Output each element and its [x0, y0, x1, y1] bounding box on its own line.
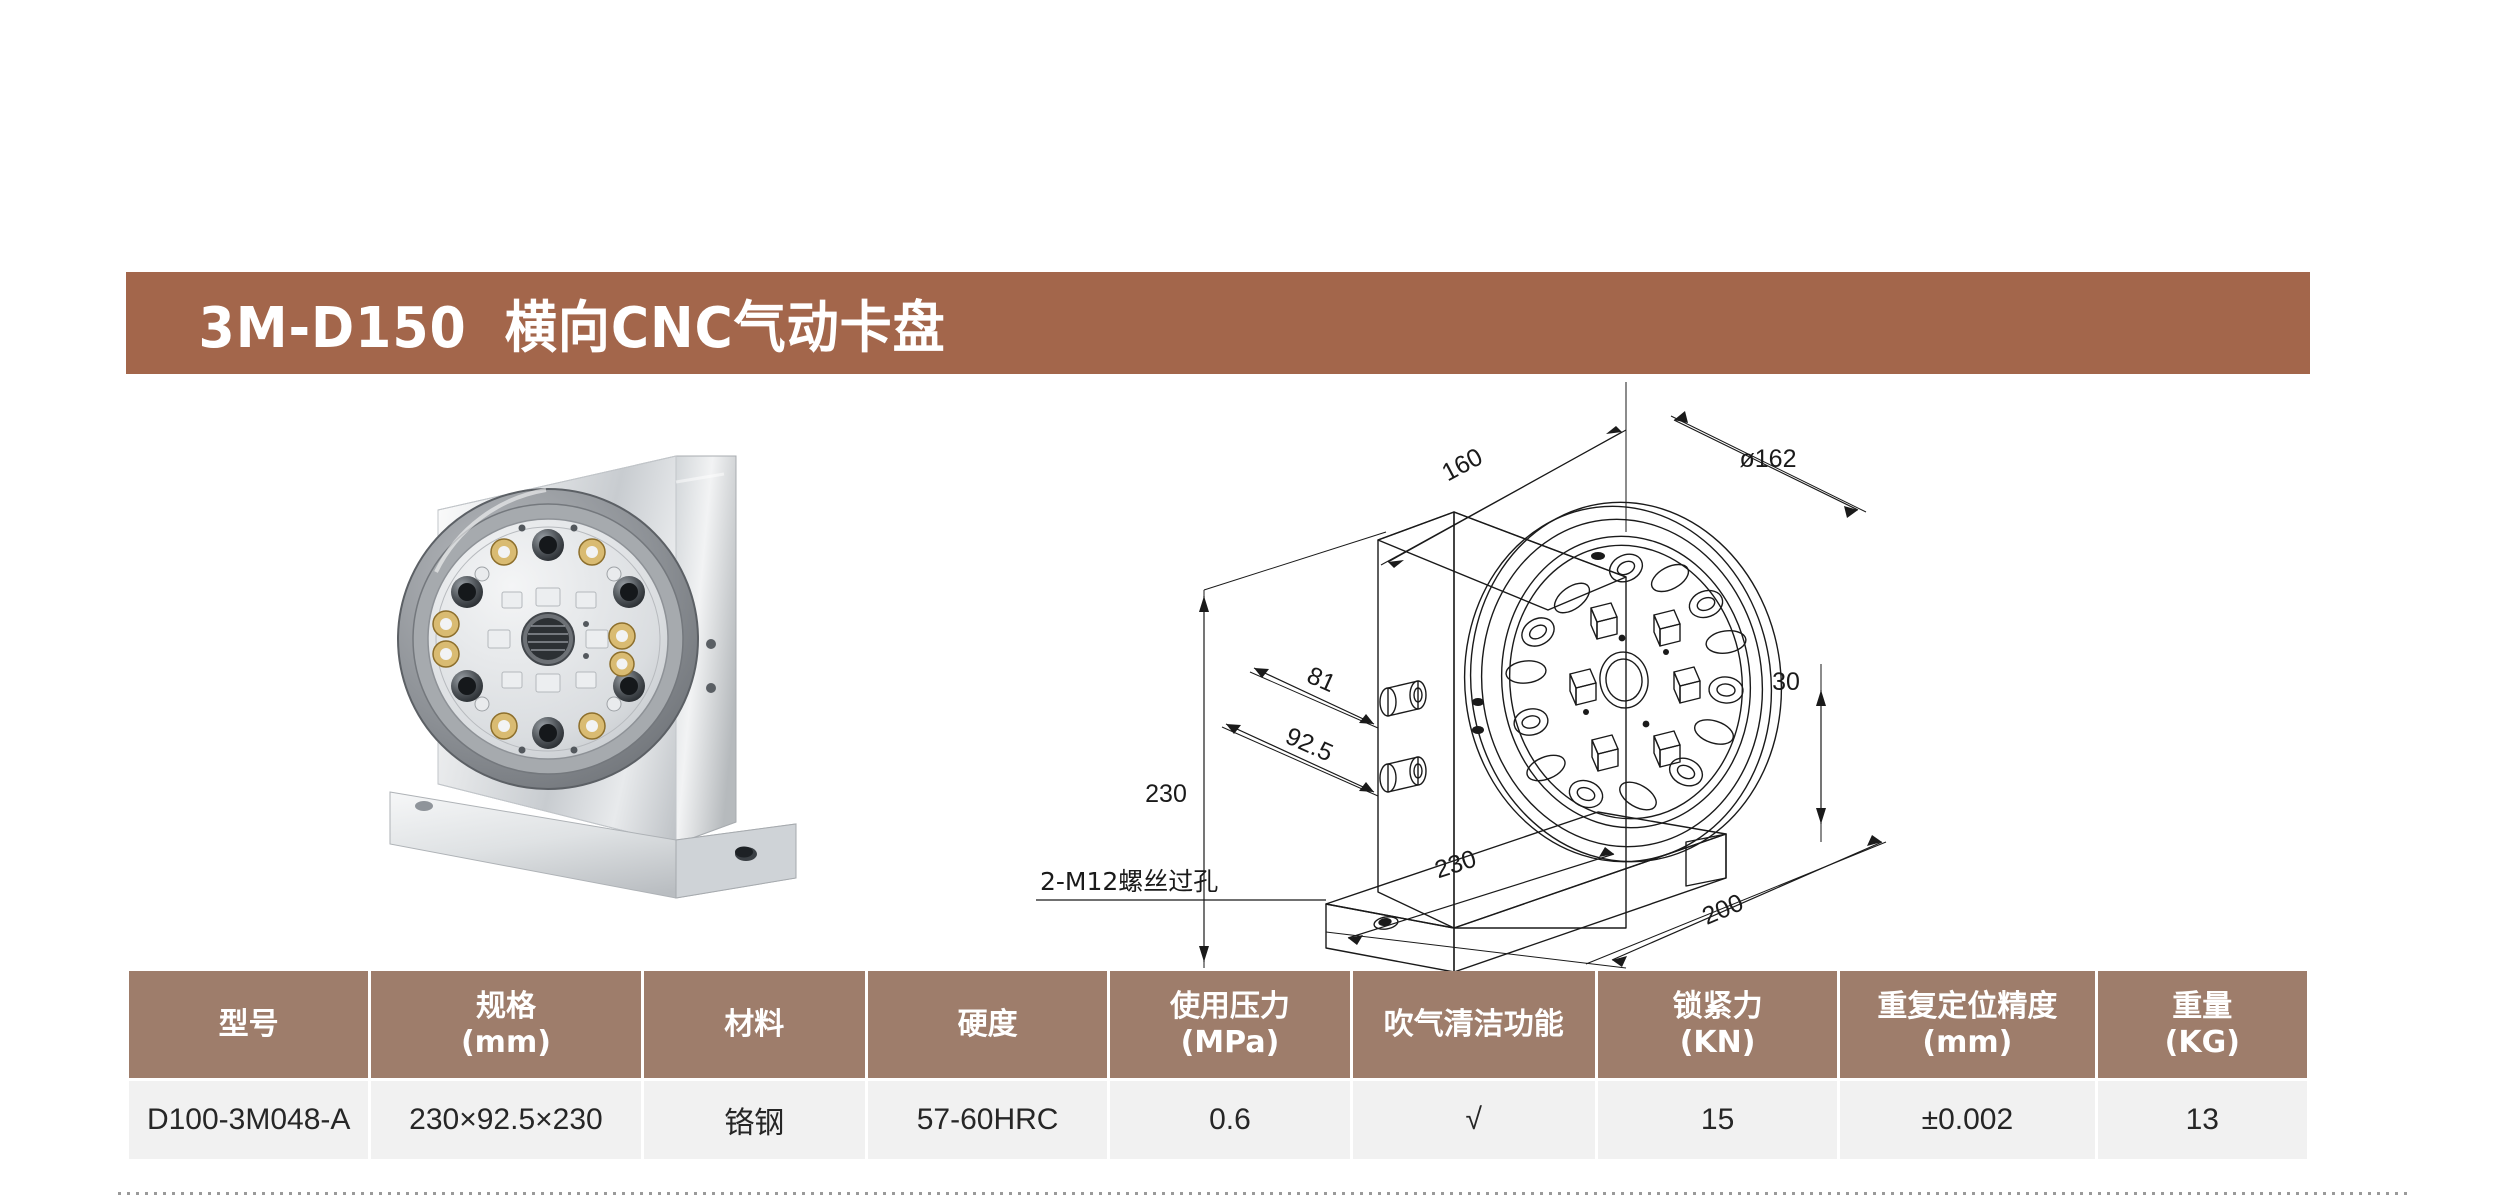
col-header-hardness: 硬度: [867, 971, 1108, 1078]
cell-weight: 13: [2097, 1081, 2307, 1159]
col-header-model: 型号: [129, 971, 369, 1078]
cell-material: 铬钢: [643, 1081, 865, 1159]
page-title: 3M-D150 横向CNC气动卡盘: [198, 295, 946, 361]
dim-label-160: 160: [1437, 443, 1487, 487]
bottom-divider: [118, 1192, 2408, 1195]
product-photo-illustration: [389, 455, 797, 899]
cell-pressure: 0.6: [1110, 1081, 1350, 1159]
col-header-pressure: 使用压力 (MPa): [1110, 971, 1350, 1078]
dim-label-200: 200: [1698, 889, 1747, 931]
col-header-weight: 重量 (KG): [2097, 971, 2307, 1078]
title-banner: 3M-D150 横向CNC气动卡盘: [126, 272, 2310, 374]
col-title: 重量: [2172, 989, 2233, 1025]
table-row: D100-3M048-A 230×92.5×230 铬钢 57-60HRC 0.…: [129, 1081, 2307, 1159]
dim-label-30: 30: [1772, 668, 1800, 696]
dim-label-81: 81: [1303, 661, 1340, 698]
col-title: 型号: [218, 1006, 279, 1042]
col-header-material: 材料: [643, 971, 865, 1078]
col-title: 硬度: [957, 1006, 1018, 1042]
cell-hardness: 57-60HRC: [867, 1081, 1108, 1159]
col-header-lock-force: 锁紧力 (KN): [1597, 971, 1838, 1078]
specification-table: 型号 规格 (mm) 材料 硬度 使用压力 (MPa) 吹气清洁功能: [126, 968, 2310, 1162]
technical-drawing: 160 ø162 81 92.5 30 230 230 200 2-M12螺丝过…: [1026, 372, 2036, 972]
col-title: 材料: [724, 1006, 785, 1042]
col-unit: (KN): [1679, 1024, 1756, 1060]
col-unit: (mm): [460, 1024, 551, 1060]
col-title: 重复定位精度: [1877, 989, 2058, 1025]
col-unit: (KG): [2164, 1024, 2240, 1060]
cell-repeat-accuracy: ±0.002: [1840, 1081, 2095, 1159]
dim-label-230-height: 230: [1145, 780, 1187, 808]
technical-drawing-illustration: 160 ø162 81 92.5 30 230 230 200 2-M12螺丝过…: [1036, 382, 1887, 972]
cell-model: D100-3M048-A: [129, 1081, 369, 1159]
col-title: 吹气清洁功能: [1383, 1006, 1564, 1042]
col-title: 规格: [475, 989, 536, 1025]
col-unit: (MPa): [1180, 1024, 1280, 1060]
cell-lock-force: 15: [1597, 1081, 1838, 1159]
col-header-blow-clean: 吹气清洁功能: [1352, 971, 1595, 1078]
cell-blow-clean: √: [1352, 1081, 1595, 1159]
col-header-repeat-accuracy: 重复定位精度 (mm): [1840, 971, 2095, 1078]
dim-label-diameter: ø162: [1740, 445, 1797, 473]
col-title: 使用压力: [1169, 989, 1290, 1025]
col-unit: (mm): [1922, 1024, 2013, 1060]
table-header-row: 型号 规格 (mm) 材料 硬度 使用压力 (MPa) 吹气清洁功能: [129, 971, 2307, 1078]
dim-label-92-5: 92.5: [1281, 722, 1337, 767]
cell-spec: 230×92.5×230: [371, 1081, 641, 1159]
drawing-note: 2-M12螺丝过孔: [1040, 867, 1218, 896]
content-area: 160 ø162 81 92.5 30 230 230 200 2-M12螺丝过…: [126, 382, 2310, 972]
col-header-spec: 规格 (mm): [371, 971, 641, 1078]
col-title: 锁紧力: [1672, 989, 1763, 1025]
dim-label-230-length: 230: [1431, 845, 1479, 885]
product-photo: [376, 392, 896, 932]
